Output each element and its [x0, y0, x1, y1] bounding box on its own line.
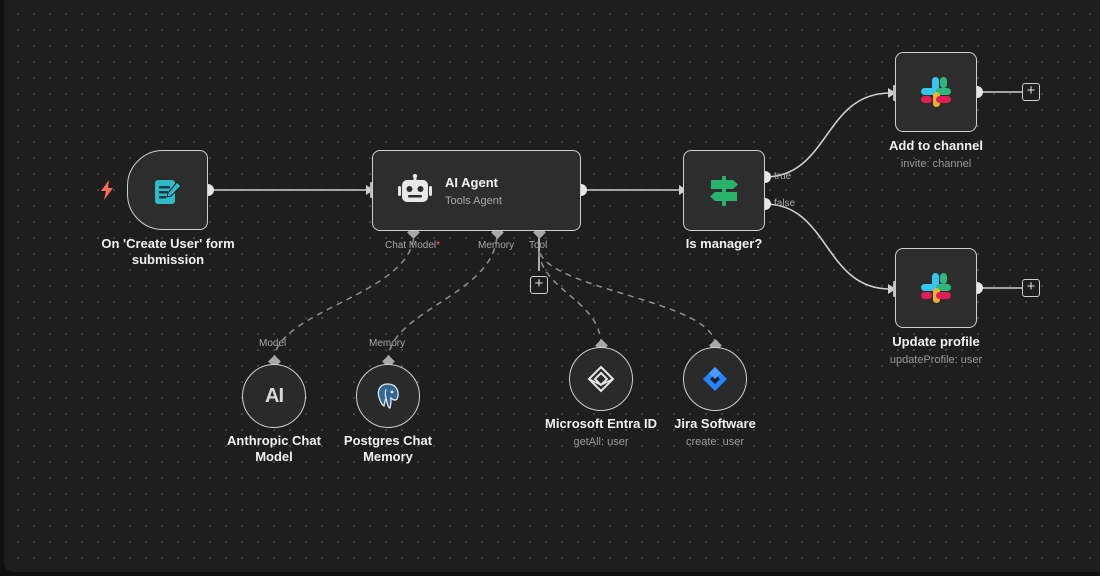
add-tool-button[interactable]: + — [530, 276, 548, 294]
postgres-chat-memory-node[interactable] — [356, 364, 420, 428]
postgres-label-line1: Postgres Chat — [343, 433, 433, 448]
signpost-icon — [706, 173, 742, 209]
slack-icon — [919, 271, 953, 305]
output-label-false: false — [774, 198, 796, 209]
port-label-tool: Tool — [529, 240, 548, 251]
edge-model-agent — [273, 232, 415, 362]
postgres-icon — [377, 383, 399, 409]
jira-sublabel: create: user — [685, 436, 745, 448]
ai-agent-subtitle: Tools Agent — [445, 195, 502, 207]
port-label-chat-model-text: Chat Model — [385, 240, 437, 251]
entra-icon — [587, 365, 615, 393]
required-marker: * — [436, 240, 441, 251]
lightning-icon — [101, 180, 113, 200]
jira-icon — [703, 367, 727, 391]
edge-jira-agent — [538, 248, 716, 346]
entra-sublabel: getAll: user — [573, 436, 629, 448]
edge-entra-agent — [538, 248, 602, 346]
jira-label: Jira Software — [674, 416, 756, 431]
is-manager-label: Is manager? — [685, 236, 763, 251]
entra-label: Microsoft Entra ID — [545, 416, 657, 431]
update-profile-label: Update profile — [892, 334, 980, 349]
anthropic-port-label: Model — [259, 338, 287, 349]
update-profile-node[interactable] — [895, 248, 977, 328]
ai-agent-title: AI Agent — [445, 175, 498, 190]
postgres-label-line2: Memory — [363, 449, 413, 464]
edge-switch-true — [764, 92, 891, 178]
edge-memory-agent — [387, 232, 498, 362]
anthropic-icon: AI — [265, 384, 284, 407]
add-to-channel-sublabel: invite: channel — [900, 158, 972, 170]
form-icon — [152, 175, 184, 207]
trigger-node-form[interactable] — [127, 150, 208, 230]
add-to-channel-label: Add to channel — [889, 138, 983, 153]
update-profile-sublabel: updateProfile: user — [889, 354, 983, 366]
add-to-channel-node[interactable] — [895, 52, 977, 132]
is-manager-node[interactable] — [683, 150, 765, 231]
workflow-canvas[interactable]: On 'Create User' form submission AI Agen… — [4, 0, 1100, 572]
arrow-channel-in — [888, 88, 896, 98]
port-label-memory: Memory — [478, 240, 515, 251]
microsoft-entra-id-node[interactable] — [569, 347, 633, 411]
add-node-after-profile-button[interactable]: + — [1022, 279, 1040, 297]
robot-icon — [397, 173, 433, 207]
postgres-port-label: Memory — [369, 338, 406, 349]
add-node-after-channel-button[interactable]: + — [1022, 83, 1040, 101]
slack-icon — [919, 75, 953, 109]
ai-agent-node[interactable]: AI Agent Tools Agent — [372, 150, 581, 231]
anthropic-label-line2: Model — [255, 449, 293, 464]
anthropic-chat-model-node[interactable]: AI — [242, 364, 306, 428]
arrow-profile-in — [888, 284, 896, 294]
edge-switch-false — [764, 203, 891, 290]
output-label-true: true — [774, 171, 792, 182]
trigger-node-label: On 'Create User' form submission — [101, 236, 235, 267]
anthropic-label-line1: Anthropic Chat — [227, 433, 321, 448]
jira-software-node[interactable] — [683, 347, 747, 411]
port-label-chat-model: Chat Model* — [385, 240, 440, 251]
